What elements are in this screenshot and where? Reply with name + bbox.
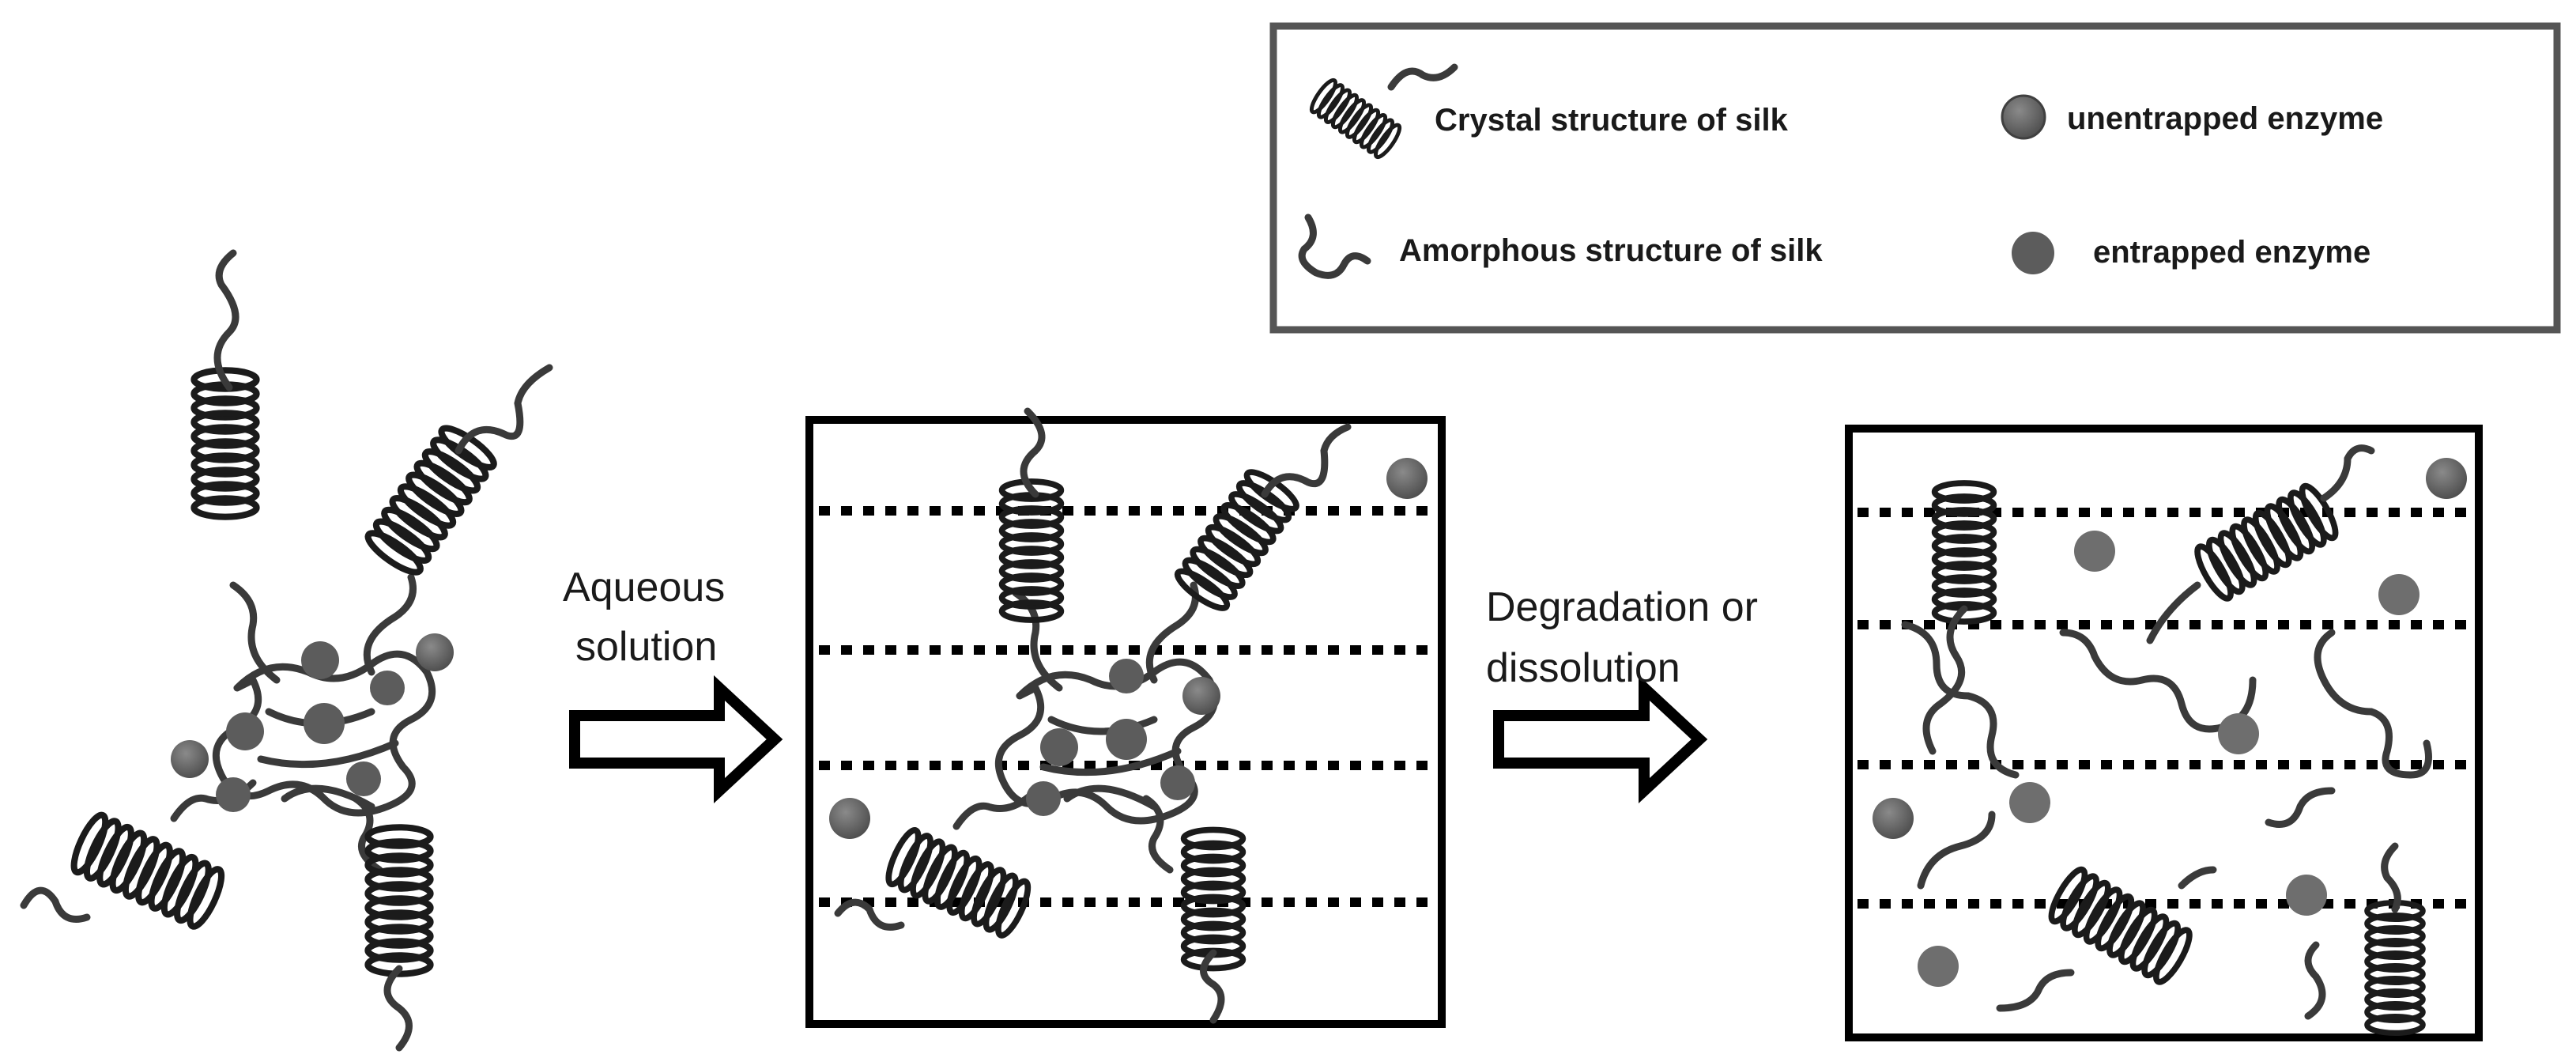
amorphous-strand (2304, 941, 2326, 1020)
tail-top-right (454, 364, 553, 455)
crystal-tail-icon (1387, 63, 1458, 91)
enzyme (2378, 574, 2419, 615)
enzyme (416, 633, 454, 671)
enzyme (370, 671, 405, 705)
enzyme (2009, 782, 2050, 823)
enzyme (1160, 765, 1195, 800)
amorphous-core (994, 658, 1219, 825)
panel-silk-solution (20, 249, 553, 1052)
amorphous-strand (1917, 811, 1996, 890)
helix-top-left (194, 370, 256, 516)
legend-box: Crystal structure of silk Amorphous stru… (1269, 22, 2561, 334)
enzyme (1182, 677, 1220, 715)
amorphous-strand (2265, 787, 2336, 828)
strand (1020, 407, 1046, 498)
strand (1996, 969, 2075, 1012)
enzyme (1918, 946, 1959, 987)
arrow-degradation: Degradation or dissolution (1486, 584, 1758, 804)
strand-to-top-right (363, 573, 417, 676)
strand (2178, 866, 2217, 890)
step1-label-line2: solution (575, 624, 717, 670)
enzyme (1109, 659, 1144, 693)
enzyme (2218, 713, 2259, 754)
step2-label-line2: dissolution (1486, 645, 1680, 691)
legend-amorphous-label: Amorphous structure of silk (1399, 233, 1823, 268)
enzyme (216, 777, 251, 812)
arrow-aqueous: Aqueous solution (563, 565, 783, 804)
enzyme (1106, 719, 1147, 760)
strand (2320, 444, 2375, 502)
amorphous-strand-icon (1298, 213, 1371, 279)
enzyme (1026, 781, 1061, 816)
entrapped-enzyme-icon (2012, 232, 2054, 274)
tail-top-left (213, 249, 239, 391)
strand (2381, 842, 2401, 913)
tail-bottom-right (383, 965, 413, 1052)
legend-crystal-label: Crystal structure of silk (1435, 103, 1789, 138)
helix-bottom-right (368, 827, 430, 973)
enzyme (301, 641, 339, 679)
legend-entrapped-label: entrapped enzyme (2093, 235, 2370, 270)
enzyme (304, 703, 345, 744)
strand (1261, 423, 1352, 498)
helix-top-right (364, 422, 499, 578)
strand (834, 898, 905, 931)
amorphous-strand (1901, 621, 2020, 779)
strand-to-top-left (229, 581, 281, 684)
amorphous-strand (2314, 629, 2432, 779)
enzyme (226, 712, 264, 750)
enzyme (346, 761, 381, 796)
step1-label-line1: Aqueous (563, 565, 725, 610)
enzyme (2426, 458, 2467, 499)
panel-degraded-film (1845, 425, 2483, 1041)
legend-unentrapped-label: unentrapped enzyme (2067, 101, 2383, 136)
helix-bottom-left (68, 811, 228, 930)
strand (1922, 605, 1968, 755)
strand (952, 787, 1039, 830)
enzyme (1873, 798, 1914, 839)
strand (1145, 581, 1199, 684)
step2-label-line1: Degradation or (1486, 584, 1758, 630)
enzyme (2286, 875, 2327, 916)
enzyme (829, 798, 870, 839)
unentrapped-enzyme-icon (2001, 94, 2046, 140)
tail-bottom-left (20, 886, 91, 923)
strand (2146, 581, 2201, 644)
strand (1200, 949, 1225, 1024)
enzyme (1386, 458, 1428, 499)
panel-silk-film (805, 407, 1446, 1028)
enzyme (2074, 531, 2115, 572)
strand (1142, 795, 1174, 874)
enzyme (1040, 728, 1078, 766)
enzyme (171, 740, 209, 778)
